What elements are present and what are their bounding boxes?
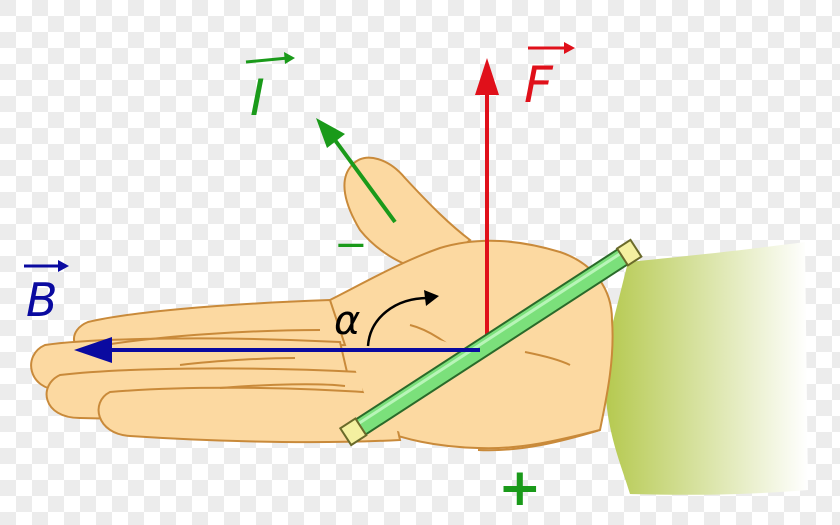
minus-sign: − [334,222,368,268]
force-label: F [524,42,575,114]
force-arrow [475,58,499,338]
field-label: B [24,260,69,327]
field-arrow [74,337,480,363]
plus-sign: + [498,458,542,518]
angle-label: α [334,298,360,344]
current-arrow [316,118,397,224]
angle-arc [366,290,439,347]
force-label-text: F [524,56,554,114]
current-label: I [245,52,295,127]
sleeve [604,242,808,495]
current-label-text: I [250,69,265,127]
field-label-text: B [26,273,58,327]
conductor-wire [338,238,643,447]
